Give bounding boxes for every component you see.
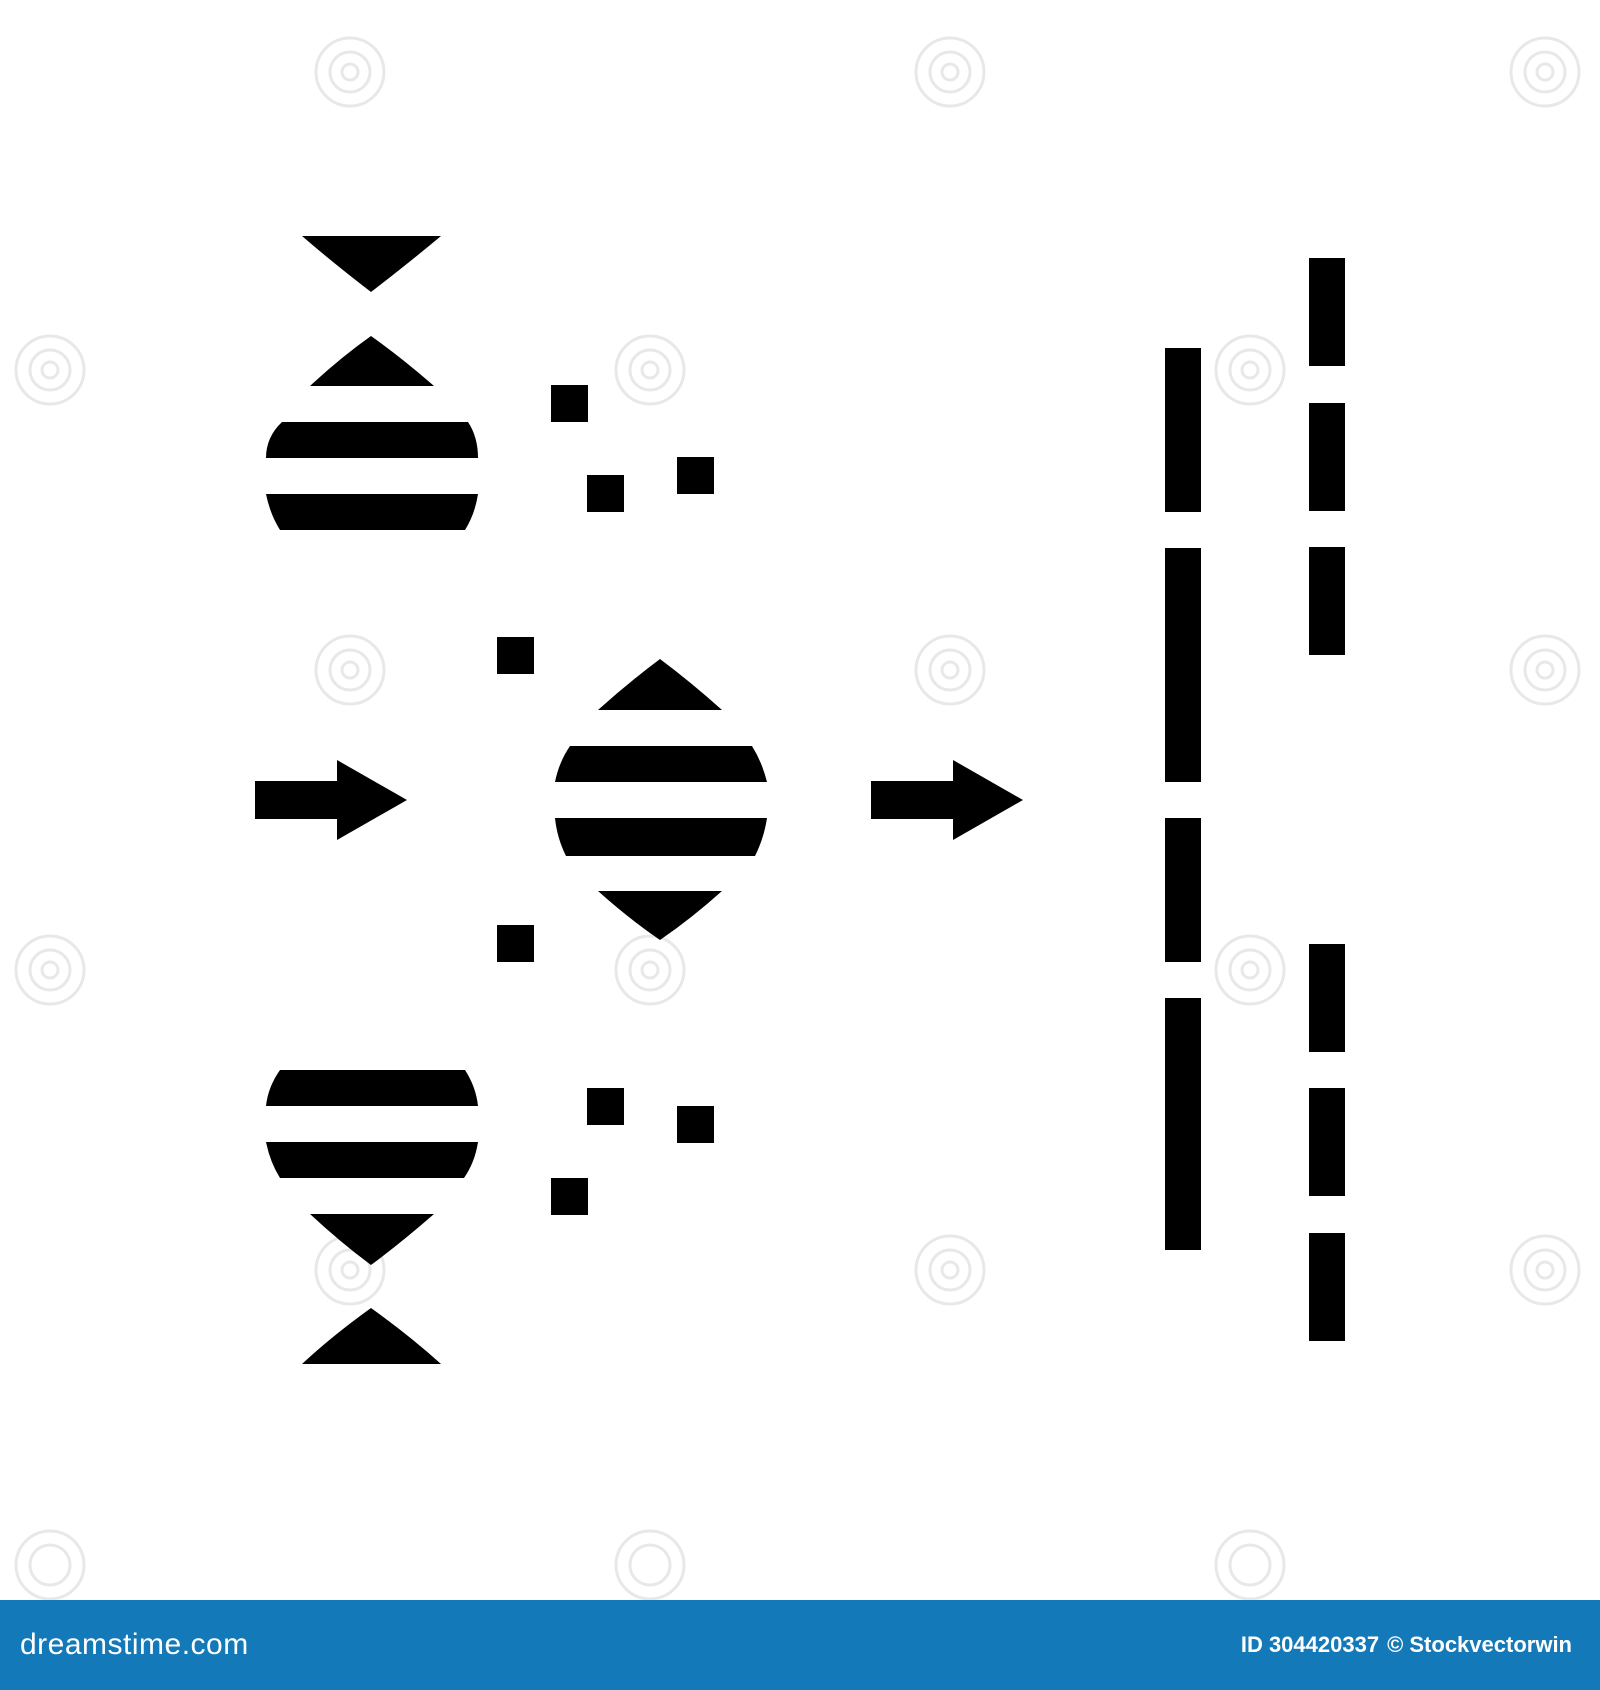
dna-fragmentation-icon — [14, 36, 1581, 1600]
arrow-right-icon — [255, 760, 407, 840]
dna-fragment-middle-icon — [555, 659, 767, 940]
strand-segment — [1309, 258, 1345, 366]
stock-image-canvas — [14, 36, 1581, 1600]
strand-segment — [1309, 403, 1345, 511]
dreamstime-logo[interactable]: dreamstime.com — [20, 1628, 249, 1661]
base-pair-square — [497, 637, 534, 674]
watermark-pattern — [14, 36, 1581, 1600]
dna-strand-left-column — [1165, 348, 1201, 1250]
strand-segment — [1309, 1233, 1345, 1341]
dna-fragment-bottom-icon — [266, 1070, 478, 1364]
base-pair-square — [677, 1106, 714, 1143]
base-pair-square — [497, 925, 534, 962]
image-id: ID 304420337 — [1240, 1632, 1380, 1657]
base-pair-square — [551, 385, 588, 422]
base-pair-square — [677, 457, 714, 494]
strand-segment — [1165, 548, 1201, 782]
strand-segment — [1309, 944, 1345, 1052]
strand-segment — [1165, 998, 1201, 1250]
arrow-right-icon — [871, 760, 1023, 840]
dna-strand-right-column — [1309, 258, 1345, 1341]
author-credit[interactable]: © Stockvectorwin — [1387, 1632, 1572, 1657]
strand-segment — [1309, 547, 1345, 655]
dna-fragment-top-icon — [266, 236, 478, 530]
strand-segment — [1165, 818, 1201, 962]
strand-segment — [1165, 348, 1201, 512]
stock-footer-bar: dreamstime.com ID 304420337 © Stockvecto… — [0, 1600, 1600, 1690]
strand-segment — [1309, 1088, 1345, 1196]
base-pair-square — [551, 1178, 588, 1215]
base-pair-square — [587, 1088, 624, 1125]
base-pair-square — [587, 475, 624, 512]
image-credit: ID 304420337 © Stockvectorwin — [1241, 1632, 1572, 1658]
